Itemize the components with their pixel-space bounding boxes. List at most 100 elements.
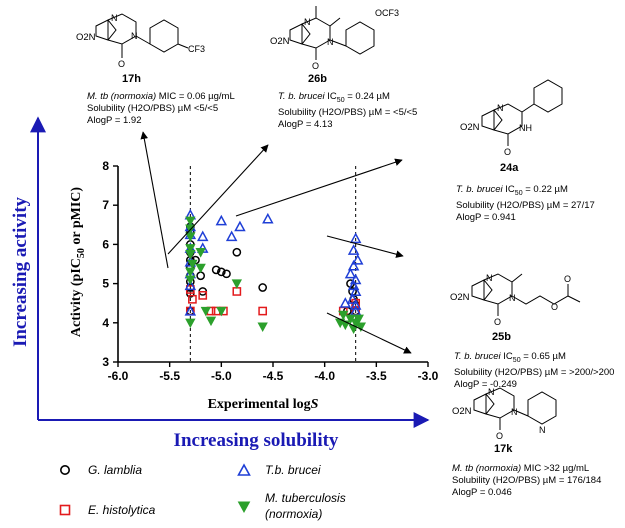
- o-atom-25b-b: O: [551, 302, 558, 312]
- nh-24a: NH: [519, 123, 532, 133]
- n-atom-17k-b: N: [511, 407, 518, 417]
- x-tick-label: -3.5: [366, 369, 387, 383]
- point-m-tuberculosis: [355, 322, 367, 333]
- structure-17k: [473, 387, 557, 430]
- point-m-tuberculosis: [195, 263, 206, 274]
- methyl-25b: [511, 273, 523, 283]
- arrow-25b: [326, 235, 404, 258]
- note-25b: T. b. brucei IC50 = 0.65 µM Solubility (…: [454, 351, 614, 391]
- point-m-tuberculosis: [187, 259, 198, 270]
- point-m-tuberculosis: [205, 316, 217, 327]
- series-circle: [185, 222, 361, 316]
- o-atom-26b: O: [312, 61, 319, 71]
- increasing-activity-label: Increasing activity: [10, 196, 31, 347]
- y-tick-label: 4: [102, 316, 109, 330]
- n-atom-26b-a: N: [304, 17, 311, 27]
- o-atom-24a: O: [504, 147, 511, 157]
- y-axis-title-prefix: Activity (pIC: [69, 258, 84, 337]
- o-atom-25b-c: O: [564, 274, 571, 284]
- legend-marker-e-histolytica: [59, 504, 71, 516]
- phenyl-ring-24a: [533, 79, 563, 113]
- note-17k-assay: M. tb (normoxia) MIC >32 µg/mL: [452, 463, 601, 475]
- note-26b-ic-prefix: IC: [324, 91, 337, 102]
- ring-5-17k: [473, 393, 495, 415]
- compound-id-24a: 24a: [500, 162, 519, 174]
- point-m-tuberculosis: [185, 250, 196, 260]
- benzyl-ring-17h: [149, 19, 179, 53]
- note-24a: T. b. brucei IC50 = 0.22 µM Solubility (…: [456, 184, 595, 224]
- n-atom-17h-b: N: [131, 31, 138, 41]
- point-tb-brucei: [347, 259, 360, 271]
- note-17h-solubility: Solubility (H2O/PBS) µM <5/<5: [87, 103, 219, 114]
- point-m-tuberculosis: [216, 306, 227, 317]
- compound-id-25b: 25b: [492, 331, 511, 343]
- ring-5-25b: [471, 279, 493, 301]
- point-g-lamblia: [222, 269, 231, 279]
- compound-id-26b: 26b: [308, 73, 327, 85]
- methyl-b-26b: [329, 17, 341, 27]
- ring-5-17h: [95, 19, 117, 41]
- point-e-histolytica: [188, 294, 197, 304]
- note-25b-assay: T. b. brucei IC50 = 0.65 µM: [454, 351, 614, 367]
- structure-17h: [95, 13, 189, 58]
- y-tick-label: 7: [102, 198, 109, 212]
- point-tb-brucei: [196, 230, 209, 242]
- structure-26b: [289, 6, 375, 60]
- y-axis-title: Activity (pIC50 or pMIC): [69, 187, 87, 337]
- n-atom-25b-a: N: [486, 273, 493, 283]
- n-atom-17k-c: N: [539, 425, 546, 435]
- reference-lines: [189, 166, 357, 362]
- n-atom-26b-b: N: [327, 37, 334, 47]
- note-24a-ic-prefix: IC: [502, 184, 515, 195]
- point-tb-brucei: [262, 212, 274, 224]
- point-m-tuberculosis: [185, 216, 196, 227]
- note-24a-organism: T. b. brucei: [456, 184, 503, 195]
- note-26b-assay: T. b. brucei IC50 = 0.24 µM: [278, 91, 417, 107]
- note-26b-ic-suffix: = 0.24 µM: [344, 91, 390, 102]
- x-tick-label: -5.0: [211, 369, 232, 383]
- note-24a-assay: T. b. brucei IC50 = 0.22 µM: [456, 184, 595, 200]
- compound-id-17k: 17k: [494, 443, 513, 455]
- note-25b-ic-suffix: = 0.65 µM: [520, 351, 566, 362]
- y-tick-label: 6: [102, 237, 109, 251]
- note-25b-organism: T. b. brucei: [454, 351, 501, 362]
- note-17h-assay: M. tb (normoxia) MIC = 0.06 µg/mL: [87, 91, 235, 103]
- note-17h: M. tb (normoxia) MIC = 0.06 µg/mL Solubi…: [87, 91, 235, 127]
- note-17k: M. tb (normoxia) MIC >32 µg/mL Solubilit…: [452, 463, 601, 499]
- cf3-bond-17h: [177, 43, 189, 49]
- arrow-26b: [167, 144, 269, 255]
- point-m-tuberculosis: [195, 248, 206, 258]
- note-17k-solubility: Solubility (H2O/PBS) µM = 176/184: [452, 475, 602, 486]
- legend-label-m-tuberculosis-1: M. tuberculosis: [265, 491, 346, 505]
- nitro-25b: O2N: [450, 292, 470, 303]
- benzyl-ring-26b: [345, 21, 375, 55]
- y-tick-label: 5: [102, 277, 109, 291]
- ring-5-24a: [481, 109, 503, 131]
- point-e-histolytica: [198, 291, 208, 300]
- phenyl-bond-24a: [521, 103, 535, 113]
- point-e-histolytica: [258, 306, 268, 316]
- legend-label-tb-brucei: T.b. brucei: [265, 463, 321, 477]
- point-tb-brucei: [215, 214, 228, 226]
- point-m-tuberculosis: [185, 232, 196, 242]
- linker-17h: [135, 35, 151, 45]
- point-m-tuberculosis: [257, 322, 268, 333]
- note-17h-alogp: AlogP = 1.92: [87, 115, 142, 126]
- note-17h-organism: M. tb (normoxia): [87, 91, 157, 102]
- point-tb-brucei: [184, 304, 197, 316]
- point-g-lamblia: [232, 247, 242, 257]
- note-25b-solubility: Solubility (H2O/PBS) µM = >200/>200: [454, 366, 615, 378]
- point-tb-brucei: [351, 254, 364, 265]
- legend: G. lamblia E. histolytica T.b. brucei M.…: [59, 463, 346, 521]
- ring-5-26b: [289, 23, 311, 45]
- note-17k-mic: MIC >32 µg/mL: [521, 463, 590, 474]
- series-triangle-up: [184, 208, 364, 316]
- point-g-lamblia: [211, 265, 221, 275]
- pyridine-ring-17k: [527, 391, 557, 425]
- ocf3-26b: OCF3: [375, 8, 399, 18]
- note-17k-organism: M. tb (normoxia): [452, 463, 522, 474]
- x-tick-label: -4.0: [314, 369, 335, 383]
- x-axis-title-italic: S: [311, 397, 319, 412]
- arrow-24a: [235, 158, 403, 217]
- x-tick-label: -5.5: [159, 369, 180, 383]
